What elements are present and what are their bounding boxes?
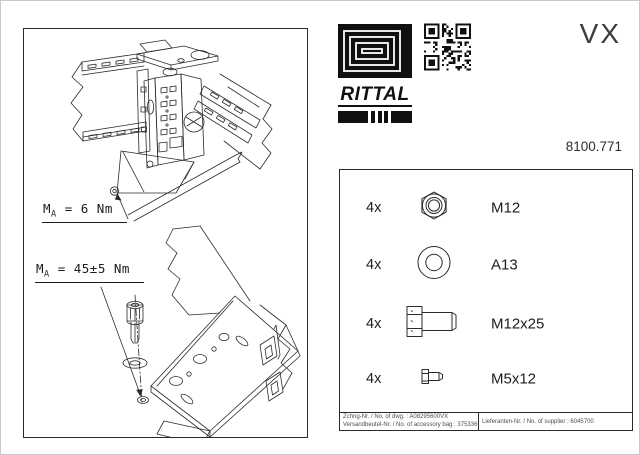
supplier-value: 6045700 (570, 418, 594, 425)
rittal-logo: RITTAL (338, 24, 412, 124)
socket-screw (126, 300, 144, 344)
pan-head-screw-icon (421, 368, 447, 390)
accessory-bag-label: Versandbeutel-Nr. / No. of accessory bag… (343, 421, 456, 428)
table-row: 4x M12 (340, 184, 632, 232)
washer-icon (416, 245, 452, 286)
table-row: 4x M5x12 (340, 355, 632, 403)
part-qty: 4x (366, 371, 382, 387)
torque-subscript: A (44, 269, 50, 280)
leader-line-bottom (100, 286, 140, 392)
leader-line-top (118, 197, 129, 220)
drawing-panel: MA = 6 Nm MA = 45±5 Nm (23, 28, 308, 438)
qr-code (424, 23, 471, 71)
parts-table: 4x M12 4x A13 (339, 169, 633, 413)
assembly-drawing (70, 39, 301, 437)
logo-barcode-strip (338, 111, 412, 124)
drawing-number-label: Zchng-Nr. / No. of dwg. : (343, 414, 409, 420)
assembly-drawing-bottom (100, 225, 301, 437)
product-family: VX (579, 18, 621, 49)
supplier-number-line: Lieferanten-Nr. / No. of supplier : 6045… (482, 419, 594, 425)
part-qty: 4x (366, 200, 382, 216)
torque-label-bottom: MA = 45±5 Nm (35, 261, 144, 283)
title-block-left-cell: Zchng-Nr. / No. of dwg. : A08295600VX Ve… (340, 413, 478, 430)
part-label: M12 (491, 199, 521, 217)
bar-slit (381, 111, 385, 124)
title-block: Zchng-Nr. / No. of dwg. : A08295600VX Ve… (339, 412, 633, 431)
assembly-drawing-top (70, 39, 273, 222)
part-qty: 4x (366, 316, 382, 332)
drawing-number-line: Zchng-Nr. / No. of dwg. : A08295600VX (343, 414, 475, 422)
bar-slit (368, 111, 371, 124)
part-label: M5x12 (491, 370, 537, 388)
title-block-right-cell: Lieferanten-Nr. / No. of supplier : 6045… (478, 413, 632, 430)
accessory-bag-value: 375336 (457, 421, 478, 428)
table-row: 4x M12x25 (340, 300, 632, 348)
bar-slit (375, 111, 378, 124)
part-label: A13 (491, 256, 518, 274)
supplier-label: Lieferanten-Nr. / No. of supplier : (482, 418, 569, 425)
torque-value: = 6 Nm (64, 201, 113, 216)
torque-label-top: MA = 6 Nm (42, 201, 127, 223)
rittal-logo-mark (338, 24, 412, 78)
accessory-bag-line: Versandbeutel-Nr. / No. of accessory bag… (343, 421, 478, 430)
hex-bolt-icon (406, 306, 462, 343)
bar-slit (388, 111, 391, 124)
torque-subscript: A (51, 209, 57, 220)
drawing-number-value: A08295600VX (409, 414, 449, 420)
part-label: M12x25 (491, 315, 545, 333)
rittal-wordmark: RITTAL (340, 84, 410, 105)
part-qty: 4x (366, 257, 382, 273)
logo-rule (338, 105, 412, 108)
model-number: 8100.771 (565, 139, 622, 154)
screw-head (109, 186, 120, 196)
torque-value: = 45±5 Nm (57, 261, 130, 276)
table-row: 4x A13 (340, 241, 632, 289)
hex-nut-icon (419, 191, 449, 225)
torque-symbol: M (36, 261, 45, 276)
washer-part (122, 357, 148, 369)
torque-symbol: M (43, 201, 52, 216)
